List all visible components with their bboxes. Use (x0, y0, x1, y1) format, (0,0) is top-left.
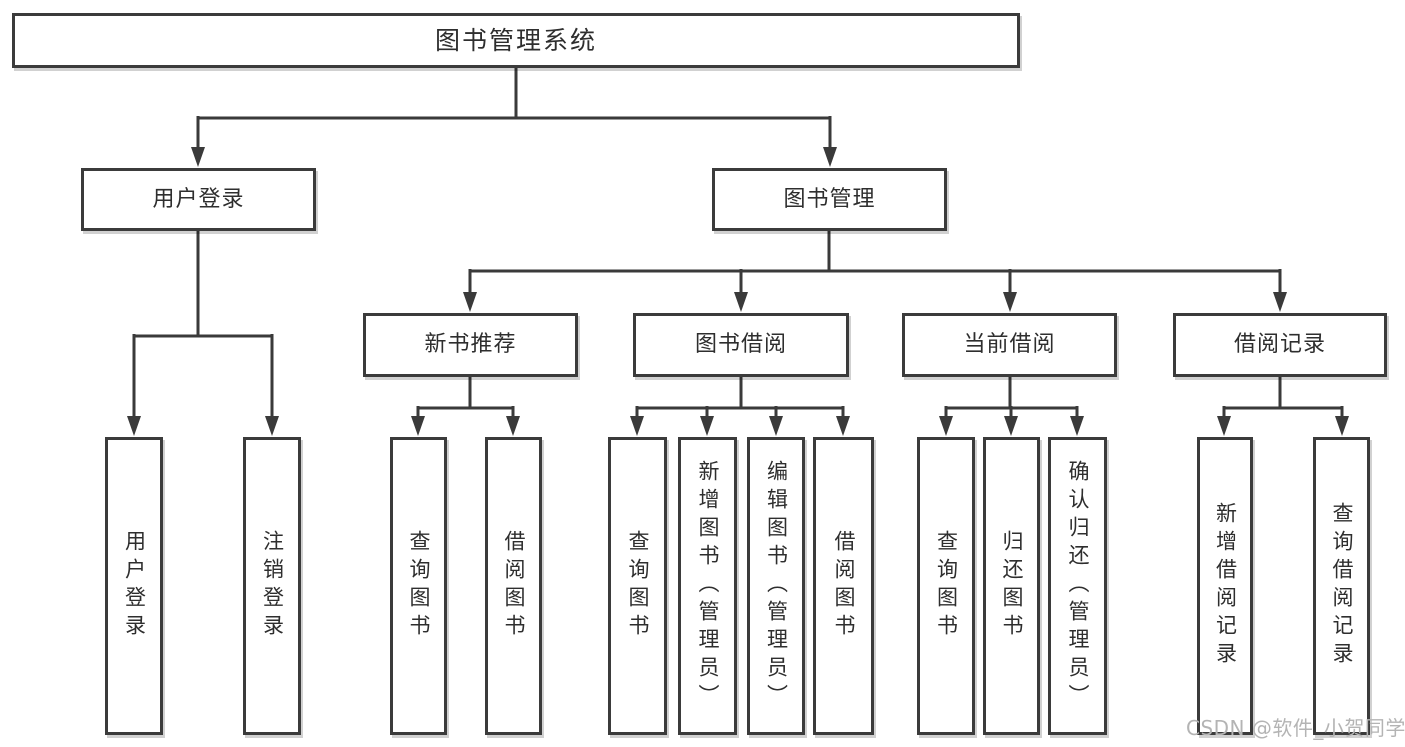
node-current-borrow: 当前借阅 (902, 313, 1117, 377)
node-library-management-system: 图书管理系统 (12, 13, 1020, 68)
node-book-management: 图书管理 (712, 168, 947, 231)
connector-bookmgmt-to-level3 (468, 229, 1282, 297)
arrow-icon (1003, 292, 1017, 312)
node-borrow-records: 借阅记录 (1173, 313, 1387, 377)
arrow-icon (506, 416, 520, 436)
node-book-borrow: 图书借阅 (633, 313, 849, 377)
connector-recommend-to-leaves (416, 374, 515, 421)
connector-userlogin-to-leaves (132, 229, 274, 421)
connector-records-to-leaves (1222, 374, 1344, 421)
leaf-return-books: 归还图书 (983, 437, 1040, 735)
connector-root-to-level2 (196, 66, 832, 152)
arrow-icon (630, 416, 644, 436)
arrow-icon (411, 416, 425, 436)
arrow-icon (1070, 416, 1084, 436)
watermark: CSDN @软件_小贺同学 (1186, 716, 1405, 740)
arrow-icon (734, 292, 748, 312)
connector-borrow-to-leaves (635, 374, 845, 421)
leaf-logout: 注销登录 (243, 437, 301, 735)
leaf-query-borrow-record: 查询借阅记录 (1313, 437, 1370, 735)
arrow-icon (836, 416, 850, 436)
arrowheads (127, 147, 1349, 436)
leaf-add-borrow-record: 新增借阅记录 (1197, 437, 1253, 735)
leaf-user-login: 用户登录 (105, 437, 163, 735)
leaf-borrow-books-recommend: 借阅图书 (485, 437, 542, 735)
leaf-query-books-recommend: 查询图书 (390, 437, 447, 735)
arrow-icon (191, 147, 205, 167)
connector-current-to-leaves (944, 374, 1079, 421)
arrow-icon (265, 416, 279, 436)
leaf-edit-book-admin: 编辑图书（管理员） (747, 437, 805, 735)
leaf-confirm-return-admin: 确认归还（管理员） (1048, 437, 1107, 735)
leaf-add-book-admin: 新增图书（管理员） (678, 437, 737, 735)
arrow-icon (700, 416, 714, 436)
arrow-icon (1217, 416, 1231, 436)
leaf-borrow-books-borrow: 借阅图书 (813, 437, 874, 735)
arrow-icon (1004, 416, 1018, 436)
arrow-icon (127, 416, 141, 436)
arrow-icon (1273, 292, 1287, 312)
arrow-icon (823, 147, 837, 167)
arrow-icon (463, 292, 477, 312)
leaf-query-books-current: 查询图书 (917, 437, 975, 735)
node-user-login: 用户登录 (81, 168, 316, 231)
arrow-icon (1335, 416, 1349, 436)
leaf-query-books-borrow: 查询图书 (608, 437, 667, 735)
node-new-book-recommend: 新书推荐 (363, 313, 578, 377)
arrow-icon (769, 416, 783, 436)
arrow-icon (939, 416, 953, 436)
